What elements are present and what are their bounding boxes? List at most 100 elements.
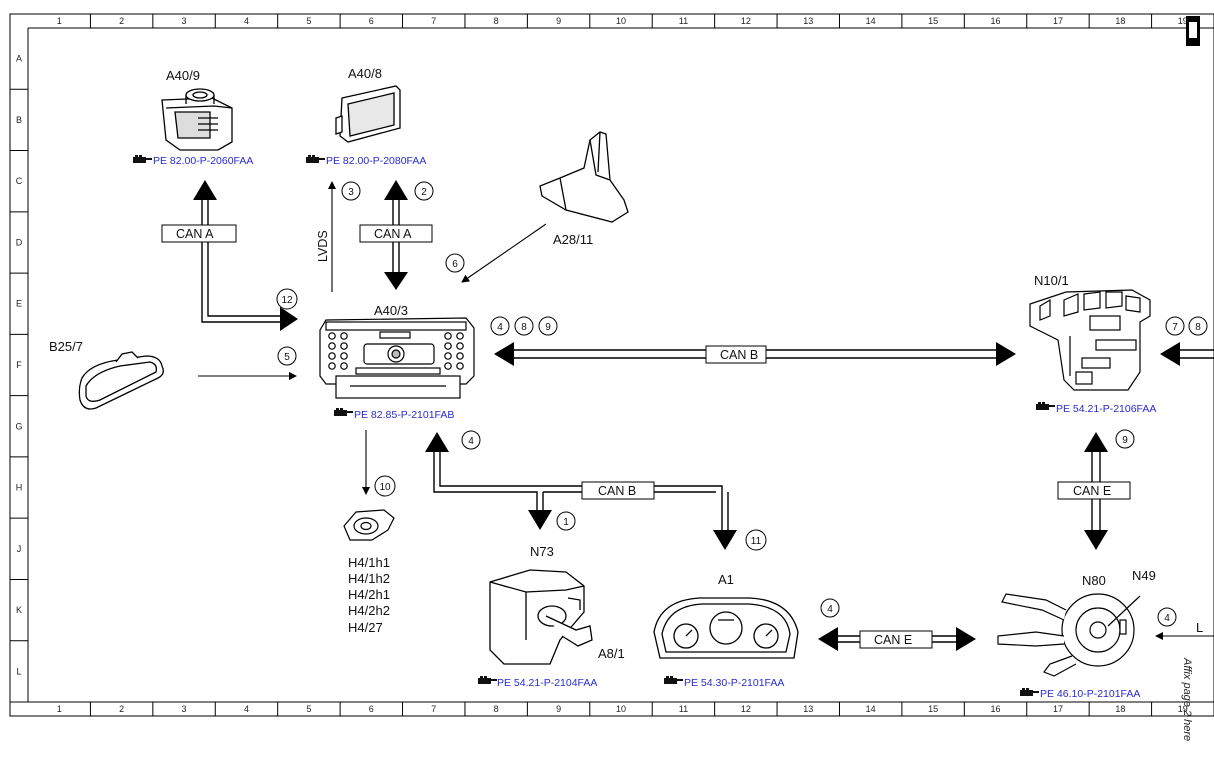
n10-1-component: N10/1 PE 54.21-P-2106FAA [1029, 273, 1156, 415]
grid-column-label: 19 [1178, 16, 1188, 26]
speaker-label-4: H4/2h2 [348, 603, 390, 618]
svg-text:4: 4 [497, 322, 503, 333]
grid-column-label: 16 [991, 16, 1001, 26]
n80-icon [997, 593, 1141, 677]
callout-2: 2 [414, 181, 434, 201]
grid-column-label: 14 [866, 704, 876, 714]
svg-text:8: 8 [521, 322, 527, 333]
grid-row-label: G [15, 421, 22, 431]
a40-8-icon [335, 85, 401, 143]
speaker-label-2: H4/1h2 [348, 571, 390, 586]
n80-component: N80 N49 PE 46.10-P-2101FAA [997, 568, 1156, 700]
grid-column-label: 5 [306, 704, 311, 714]
can-a-left-label: CAN A [176, 227, 214, 241]
a1-reference-link[interactable]: PE 54.30-P-2101FAA [684, 677, 784, 689]
grid-row-label: H [16, 483, 23, 493]
l-connector-label: L [1196, 620, 1203, 635]
grid-column-label: 8 [494, 704, 499, 714]
grid-column-label: 12 [741, 704, 751, 714]
n73-reference-link[interactable]: PE 54.21-P-2104FAA [497, 677, 597, 689]
grid-column-label: 7 [431, 704, 436, 714]
grid-row-label: J [17, 544, 22, 554]
bus-arrowheads [193, 180, 1180, 651]
grid-column-label: 15 [928, 704, 938, 714]
grid-column-label: 1 [57, 16, 62, 26]
svg-text:12: 12 [281, 295, 293, 306]
a40-3-reference-link[interactable]: PE 82.85-P-2101FAB [354, 409, 454, 421]
callout-10: 10 [374, 475, 396, 497]
callout-1: 1 [556, 511, 576, 531]
a40-3-label: A40/3 [374, 303, 408, 318]
grid-column-label: 14 [866, 16, 876, 26]
callout-4a: 4 [490, 316, 510, 336]
grid-row-label: F [16, 360, 22, 370]
svg-text:4: 4 [468, 436, 474, 447]
a40-8-label: A40/8 [348, 66, 382, 81]
grid-row-label: D [16, 237, 23, 247]
n49-label: N49 [1132, 568, 1156, 583]
grid-row-label: K [16, 605, 22, 615]
svg-text:3: 3 [348, 187, 354, 198]
can-e-right-label: CAN E [1073, 484, 1111, 498]
pointing-hand-icon [1036, 402, 1055, 410]
n10-1-icon [1029, 289, 1151, 391]
svg-text:8: 8 [1195, 322, 1201, 333]
can-a-mid-box: CAN A [359, 224, 433, 243]
speaker-label-5: H4/27 [348, 620, 383, 635]
a40-9-component: A40/9 PE 82.00-P-2060FAA [133, 68, 253, 167]
n10-1-reference-link[interactable]: PE 54.21-P-2106FAA [1056, 403, 1156, 415]
grid-column-label: 1 [57, 704, 62, 714]
a28-11-label: A28/11 [553, 232, 593, 247]
n80-reference-link[interactable]: PE 46.10-P-2101FAA [1040, 688, 1140, 700]
grid-column-label: 6 [369, 704, 374, 714]
a1-label: A1 [718, 572, 734, 587]
a40-9-icon [161, 88, 233, 151]
callout-5: 5 [277, 346, 297, 366]
grid-row-label: E [16, 299, 22, 309]
grid-column-label: 12 [741, 16, 751, 26]
callout-3: 3 [341, 181, 361, 201]
a40-9-reference-link[interactable]: PE 82.00-P-2060FAA [153, 155, 253, 167]
grid-column-label: 13 [803, 16, 813, 26]
can-e-right-box: CAN E [1057, 481, 1131, 500]
a40-8-component: A40/8 PE 82.00-P-2080FAA [306, 66, 426, 167]
pointing-hand-icon [133, 155, 152, 163]
grid-column-label: 10 [616, 704, 626, 714]
a40-8-reference-link[interactable]: PE 82.00-P-2080FAA [326, 155, 426, 167]
grid-column-label: 13 [803, 704, 813, 714]
grid-column-label: 15 [928, 16, 938, 26]
grid-column-label: 16 [991, 704, 1001, 714]
grid-column-label: 2 [119, 16, 124, 26]
affix-page-note: Affix page 2 here [1181, 657, 1193, 741]
grid-column-label: 4 [244, 16, 249, 26]
frame [9, 13, 1214, 717]
pointing-hand-icon [306, 155, 325, 163]
can-e-bottom-label: CAN E [874, 633, 912, 647]
b25-7-label: B25/7 [49, 339, 83, 354]
numbered-callouts: 3 2 6 12 5 4 8 9 7 8 4 10 1 11 9 4 4 [276, 181, 1208, 627]
bus-labels: CAN A CAN A LVDS CAN B CAN B CAN E CAN E [161, 224, 1131, 649]
a40-3-icon [319, 317, 475, 399]
pointing-hand-icon [1020, 688, 1039, 696]
can-b-lower-box: CAN B [581, 481, 655, 500]
pointing-hand-icon [478, 676, 497, 684]
speaker-label-3: H4/2h1 [348, 587, 390, 602]
callout-11: 11 [745, 529, 767, 551]
callout-12: 12 [276, 288, 298, 310]
speaker-component: H4/1h1 H4/1h2 H4/2h1 H4/2h2 H4/27 [343, 509, 395, 635]
svg-text:6: 6 [452, 259, 458, 270]
svg-text:7: 7 [1172, 322, 1178, 333]
callout-6: 6 [445, 253, 465, 273]
grid-column-label: 3 [182, 16, 187, 26]
speaker-label-1: H4/1h1 [348, 555, 390, 570]
a1-icon [653, 597, 799, 659]
callout-4d: 4 [1157, 607, 1177, 627]
callout-7: 7 [1165, 316, 1185, 336]
can-a-mid-label: CAN A [374, 227, 412, 241]
grid-column-label: 11 [679, 704, 688, 714]
signal-connections [198, 181, 1214, 640]
can-b-lower-label: CAN B [598, 484, 636, 498]
svg-text:10: 10 [379, 482, 391, 493]
